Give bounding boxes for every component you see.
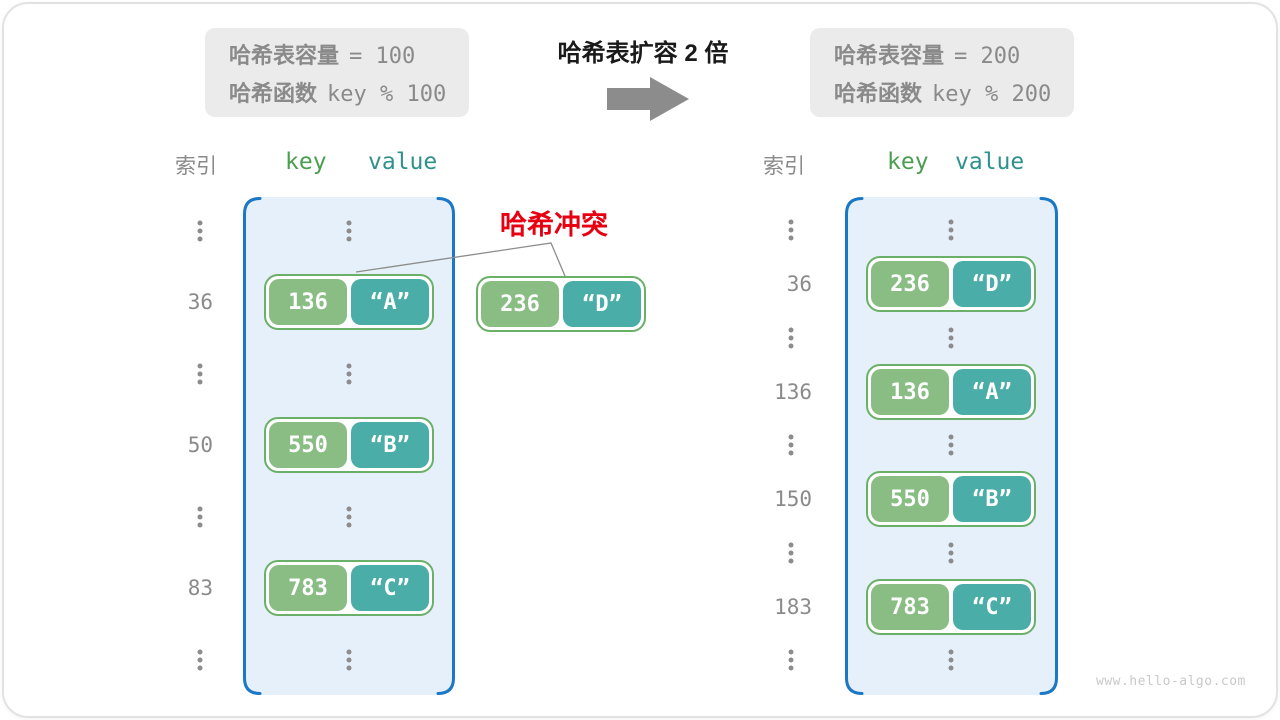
pair-783-C: 783 “C” [866,579,1036,635]
key-cell: 783 [871,584,949,630]
right-index-header: 索引 [763,155,805,178]
key-cell: 236 [871,261,949,307]
hash-collision-label: 哈希冲突 [500,210,608,240]
before-config-box: 哈希表容量 = 100 哈希函数 key % 100 [205,28,469,117]
vertical-ellipsis [788,327,794,349]
value-cell: “D” [563,281,641,327]
capacity-line: 哈希表容量 = 100 [229,38,445,70]
vertical-ellipsis [346,220,352,242]
pair-550-B: 550 “B” [264,417,434,473]
key-cell: 236 [481,281,559,327]
hash-function-label: 哈希函数 [229,80,318,106]
key-cell: 136 [269,279,347,325]
left-index-50: 50 [187,433,213,457]
value-cell: “C” [953,584,1031,630]
key-cell: 136 [871,369,949,415]
right-index-150: 150 [774,487,812,511]
key-cell: 783 [269,565,347,611]
capacity-value: = 100 [349,43,416,69]
vertical-ellipsis [788,542,794,564]
vertical-ellipsis [948,542,954,564]
left-value-header: value [368,149,438,175]
right-index-36: 36 [786,272,812,296]
hash-function-line: 哈希函数 key % 100 [229,76,447,108]
resize-title: 哈希表扩容 2 倍 [557,40,729,67]
key-cell: 550 [871,476,949,522]
vertical-ellipsis [197,220,203,242]
left-index-83: 83 [187,576,213,600]
vertical-ellipsis [197,649,203,671]
watermark-url: www.hello-algo.com [1096,674,1246,689]
right-index-183: 183 [774,595,812,619]
bucket-bracket-border [243,197,455,695]
vertical-ellipsis [197,506,203,528]
pair-783-C: 783 “C” [264,560,434,616]
vertical-ellipsis [346,506,352,528]
hash-function-value: key % 200 [932,81,1052,107]
right-index-136: 136 [774,380,812,404]
bucket-bracket-border [845,197,1058,695]
key-cell: 550 [269,422,347,468]
capacity-label: 哈希表容量 [229,42,340,68]
vertical-ellipsis [197,363,203,385]
value-cell: “B” [351,422,429,468]
hash-function-value: key % 100 [327,81,447,107]
pair-236-D: 236 “D” [866,256,1036,312]
after-config-box: 哈希表容量 = 200 哈希函数 key % 200 [810,28,1074,117]
pair-136-A: 136 “A” [866,364,1036,420]
right-value-header: value [955,149,1025,175]
vertical-ellipsis [346,649,352,671]
vertical-ellipsis [788,434,794,456]
pair-136-A: 136 “A” [264,274,434,330]
hash-function-label: 哈希函数 [834,80,923,106]
hash-function-line: 哈希函数 key % 200 [834,76,1052,108]
capacity-label: 哈希表容量 [834,42,945,68]
capacity-line: 哈希表容量 = 200 [834,38,1050,70]
vertical-ellipsis [948,219,954,241]
value-cell: “B” [953,476,1031,522]
value-cell: “D” [953,261,1031,307]
right-key-header: key [887,149,929,175]
vertical-ellipsis [346,363,352,385]
pair-236-D-colliding: 236 “D” [476,276,646,332]
left-index-36: 36 [187,290,213,314]
capacity-value: = 200 [954,43,1021,69]
vertical-ellipsis [788,649,794,671]
left-index-header: 索引 [175,155,217,178]
pair-550-B: 550 “B” [866,471,1036,527]
value-cell: “A” [953,369,1031,415]
vertical-ellipsis [948,327,954,349]
vertical-ellipsis [788,219,794,241]
vertical-ellipsis [948,434,954,456]
value-cell: “C” [351,565,429,611]
left-key-header: key [285,149,327,175]
vertical-ellipsis [948,649,954,671]
value-cell: “A” [351,279,429,325]
